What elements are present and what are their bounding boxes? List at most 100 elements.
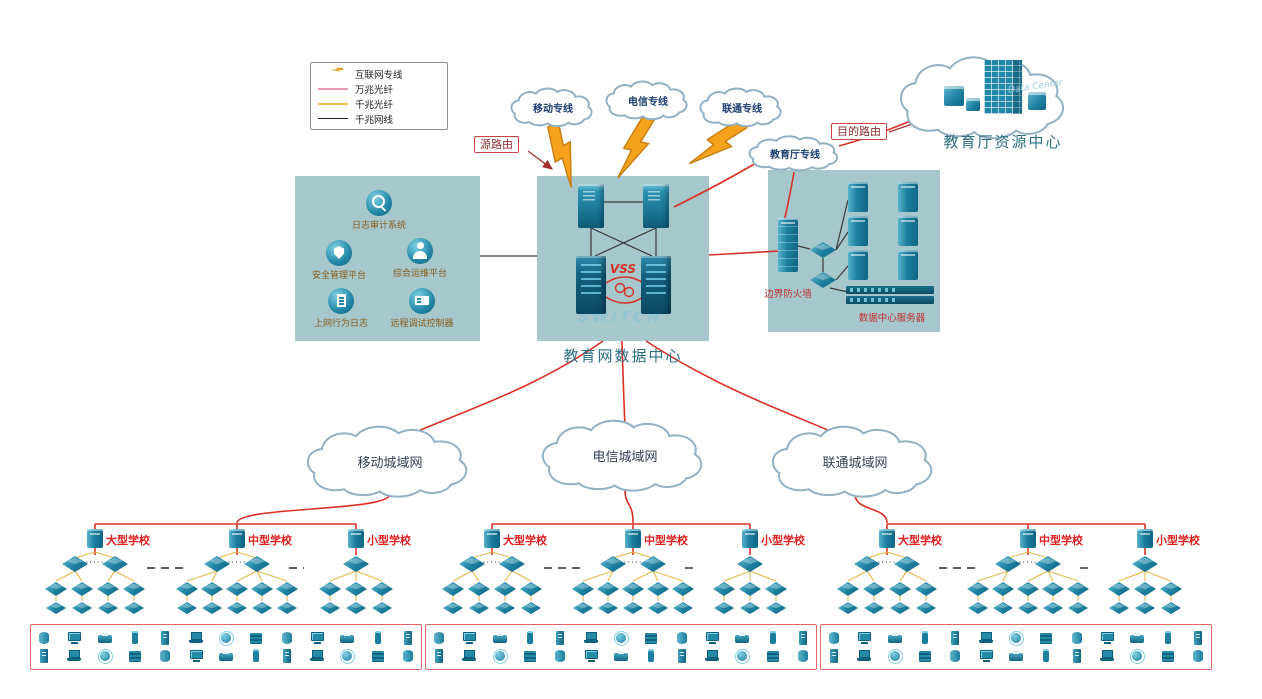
desktop-icon [189,649,203,663]
switch-icon [1017,582,1039,596]
school-type-label: 中型学校 [1039,534,1083,547]
switch-icon [968,602,988,614]
switch-icon [890,602,910,614]
ip-phone-icon [1161,630,1175,645]
web-behavior-log-icon [328,288,354,314]
storage-icon [401,649,415,663]
cloud-label: 联通城域网 [822,455,888,471]
cloud-label: 电信专线 [628,96,668,108]
laptop-icon [188,631,203,645]
dist-link [94,551,116,559]
switch-icon [204,556,230,572]
switch-icon [244,556,270,572]
remote-debug-controller: 远程调试控制器 [376,288,468,329]
switch-icon [863,582,885,596]
access-link [114,570,135,582]
vss-link-ring [623,286,635,298]
switch-icon [123,582,145,596]
cloud-unicom-man: 联通城域网 [770,422,940,500]
access-link [652,570,684,582]
dist-link [886,551,908,559]
rack-server-icon [846,286,934,294]
fiber-link [708,250,780,256]
desktop-icon [310,631,324,645]
school-server-icon [742,529,758,548]
printer-icon [97,631,112,645]
access-link [632,570,654,582]
printer-icon [887,631,902,645]
server-icon [848,216,868,246]
ip-phone-icon [249,649,263,663]
black-line-sample [317,117,349,120]
server-icon [848,182,868,212]
printer-icon [218,649,233,663]
switch-icon [176,582,198,596]
switch-icon [345,582,367,596]
fiber-link [605,296,644,304]
switch-icon [45,582,67,596]
disk-array-icon [371,649,385,663]
switch-icon [915,582,937,596]
access-link [1047,570,1079,582]
legend-item: 千兆光纤 [317,97,441,111]
switch-icon [1132,556,1158,572]
disk-array-icon [644,631,658,645]
switch-icon [623,602,643,614]
switch-icon [520,582,542,596]
ip-phone-icon [128,630,142,645]
switch-icon [647,582,669,596]
switch-icon [499,556,525,572]
wireless-ap-icon [340,649,356,665]
disk-array-icon [766,649,780,663]
disk-array-icon [1161,649,1175,663]
dist-link [1007,551,1029,559]
disk-array-icon [918,649,932,663]
device-row [432,630,810,646]
access-link [504,570,513,582]
laptop-icon [309,649,324,663]
pink-line-sample [317,87,349,90]
switch-icon [1134,582,1156,596]
access-link [107,570,116,582]
access-link [236,570,258,582]
school-server-icon [87,529,103,548]
switch-icon [992,582,1014,596]
school-type-label: 小型学校 [1156,534,1200,547]
school-type-label: 大型学校 [106,534,150,547]
legend-label: 千兆网线 [355,114,394,126]
data-center-building-icon [984,60,1022,114]
dist-link [236,551,258,559]
cloud-label: 移动专线 [533,103,573,115]
desktop-icon [979,649,993,663]
switch-icon [343,556,369,572]
school-server-icon [1020,529,1036,548]
source-route-arrow [527,150,554,170]
access-link [329,570,357,582]
wireless-ap-icon [1130,649,1146,665]
cloud-mobile-man: 移动城域网 [305,422,475,500]
fiber-link [621,340,626,429]
school-server-icon [348,529,364,548]
wireless-ap-icon [887,649,903,665]
server-icon [553,630,567,645]
data-center-label: 教育网数据中心 [563,347,683,365]
border-firewall-icon [778,218,798,272]
storage-icon [158,649,172,663]
school-type-label: 小型学校 [761,534,805,547]
switch-icon [371,582,393,596]
device-row [827,649,1205,665]
access-link [582,570,614,582]
end-device-zone [425,624,817,670]
switch-icon [277,602,297,614]
wireless-ap-icon [218,630,234,646]
desktop-icon [705,631,719,645]
web-behavior-log: 上网行为日志 [300,288,382,329]
server-icon [675,649,689,664]
switch-icon [1035,556,1061,572]
mgmt-label: 上网行为日志 [313,319,368,329]
switch-icon [521,602,541,614]
security-platform: 安全管理平台 [298,240,380,281]
ellipsis-dots: ····· [877,558,897,568]
laptop-icon [857,649,872,663]
cloud-label: 移动城域网 [357,455,423,471]
